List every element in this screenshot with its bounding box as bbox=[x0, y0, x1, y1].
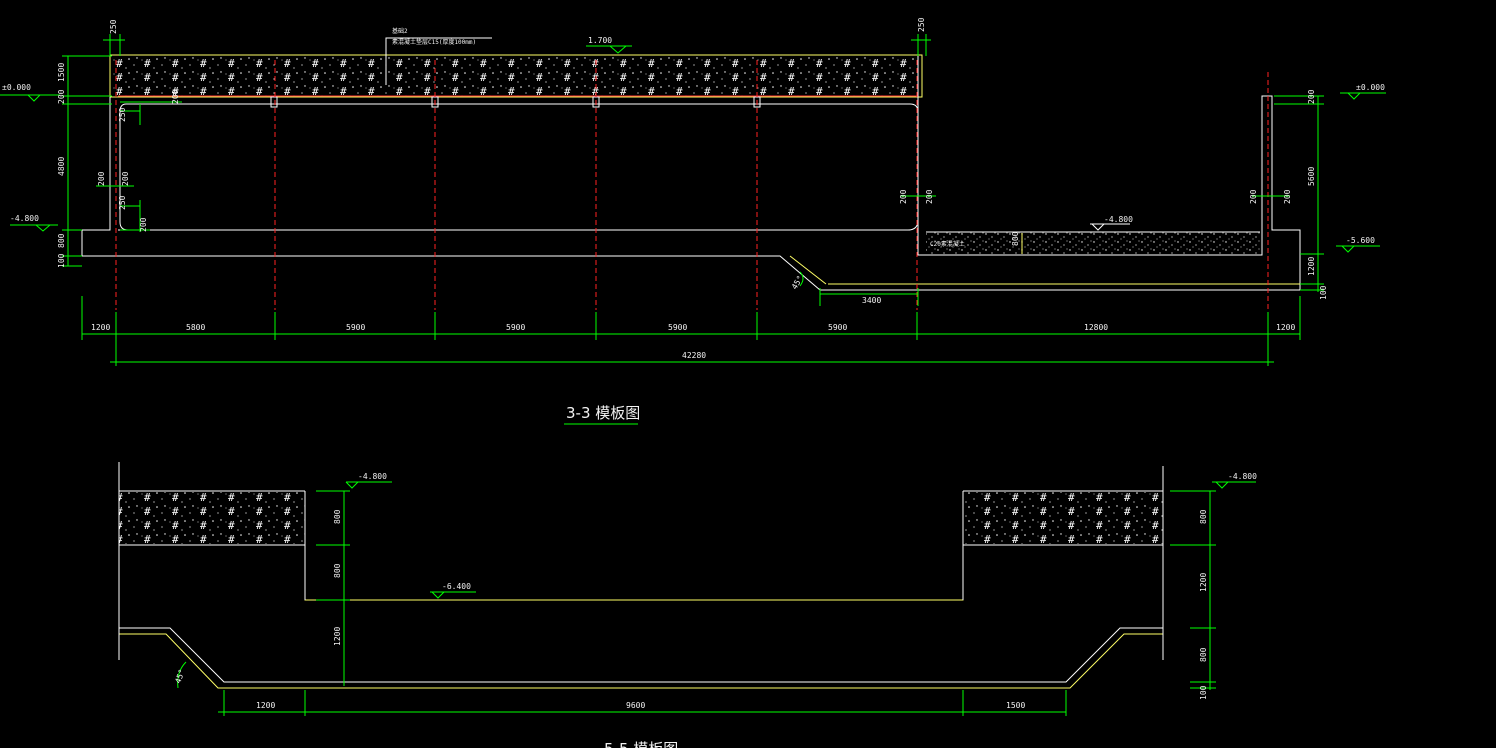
elev-right-ground: ±0.000 bbox=[1356, 83, 1385, 92]
axis-lines bbox=[115, 60, 1269, 310]
note-line-1: 基础2 bbox=[392, 27, 408, 35]
bay-dim-5: 5900 bbox=[668, 323, 687, 332]
elev-right-floor: -5.600 bbox=[1346, 236, 1375, 245]
elev-5-5-right: -4.800 bbox=[1228, 472, 1257, 481]
bay-dim-3: 5900 bbox=[346, 323, 365, 332]
pit-concrete-fill bbox=[926, 232, 1260, 254]
cushion-outline bbox=[119, 627, 1163, 683]
elevation-left-ground bbox=[0, 94, 60, 102]
haunch-side-dim: 250 bbox=[118, 107, 127, 122]
note-line-2: 素混凝土垫层C15(厚度100mm) bbox=[392, 38, 476, 46]
cushion-formwork bbox=[119, 633, 1163, 689]
slope-angle-5-5: 45° bbox=[173, 668, 186, 685]
left-wall-dims bbox=[96, 101, 182, 232]
slab-beam-stubs bbox=[270, 96, 761, 108]
haunch-bottom-h-dim: 200 bbox=[139, 217, 148, 232]
elev-5-5-left: -4.800 bbox=[358, 472, 387, 481]
elev-left-ground: ±0.000 bbox=[2, 83, 31, 92]
bottom-dim-5-5-1: 1200 bbox=[256, 701, 275, 710]
top-slab-fill bbox=[112, 56, 920, 96]
trench-formwork bbox=[304, 491, 964, 601]
section-3-3-title: 3-3 模板图 bbox=[566, 404, 640, 422]
section-3-3: 250 250 基础2 素混凝土垫层C15(厚度100mm) 1.700 ±0.… bbox=[0, 17, 1386, 425]
total-dim: 42280 bbox=[682, 351, 706, 360]
elevation-5-5-right bbox=[1212, 481, 1256, 489]
wall-right-dim: 200 bbox=[121, 171, 130, 186]
right-vdim-3: 1200 bbox=[1307, 257, 1316, 276]
top-dimension-lines bbox=[103, 34, 931, 56]
mid-wall-left-dim: 200 bbox=[899, 189, 908, 204]
top-dim-right: 250 bbox=[917, 17, 926, 32]
right-vdim-chain-5-5 bbox=[1170, 490, 1216, 690]
right-vdim-1: 200 bbox=[1307, 89, 1316, 104]
right-vdim-5-5-3: 800 bbox=[1199, 647, 1208, 662]
right-vdim-2: 5600 bbox=[1307, 167, 1316, 186]
left-vdim-chain-5-5 bbox=[316, 490, 350, 686]
slope-dim-line bbox=[819, 288, 919, 306]
left-wall bbox=[81, 97, 1300, 291]
haunch-bottom-dim: 250 bbox=[118, 195, 127, 210]
right-vdim-5-5-4: 100 bbox=[1199, 685, 1208, 700]
left-vdim-1: 1500 bbox=[57, 63, 66, 82]
bay-dimension-chain bbox=[81, 296, 1301, 366]
bay-dim-2: 5800 bbox=[186, 323, 205, 332]
elevation-right-floor bbox=[1336, 245, 1380, 253]
bottom-dim-5-5-2: 9600 bbox=[626, 701, 645, 710]
right-vdim-4: 100 bbox=[1319, 285, 1328, 300]
bay-dim-1: 1200 bbox=[91, 323, 110, 332]
elev-top-slab: 1.700 bbox=[588, 36, 612, 45]
bottom-dim-chain-5-5 bbox=[218, 690, 1067, 716]
elevation-pit-surface bbox=[1090, 223, 1130, 231]
slope-dim: 3400 bbox=[862, 296, 881, 305]
middle-wall bbox=[917, 56, 1301, 290]
bay-dim-4: 5900 bbox=[506, 323, 525, 332]
section-5-5: -4.800 -4.800 -6.400 800 800 1200 800 bbox=[118, 462, 1257, 748]
slope-angle-arc-5-5 bbox=[177, 661, 187, 689]
top-dim-left: 250 bbox=[109, 19, 118, 34]
right-vertical-dim-chain bbox=[1274, 95, 1324, 292]
left-vdim-3: 4800 bbox=[57, 157, 66, 176]
right-soil-fill bbox=[963, 492, 1163, 544]
elev-left-floor: -4.800 bbox=[10, 214, 39, 223]
section-5-5-title: 5-5 模板图 bbox=[604, 740, 678, 748]
elev-5-5-bottom: -6.400 bbox=[442, 582, 471, 591]
note-leader bbox=[385, 37, 492, 85]
elevation-right-ground bbox=[1340, 92, 1386, 100]
elevation-left-floor bbox=[10, 224, 58, 232]
elevation-5-5-bottom bbox=[430, 591, 476, 599]
top-slab-outline bbox=[109, 54, 923, 98]
left-soil-fill bbox=[119, 492, 305, 544]
formwork-slope bbox=[789, 255, 827, 285]
elevation-top-slab bbox=[586, 45, 632, 54]
bay-dim-8: 1200 bbox=[1276, 323, 1295, 332]
left-vdim-4: 800 bbox=[57, 233, 66, 248]
right-vdim-5-5-2: 1200 bbox=[1199, 573, 1208, 592]
elevation-5-5-left bbox=[345, 481, 392, 489]
pit-fill-label: C20素混凝土 bbox=[930, 240, 965, 248]
right-vdim-5-5-1: 800 bbox=[1199, 509, 1208, 524]
bay-dim-7: 12800 bbox=[1084, 323, 1108, 332]
slope-angle-arc bbox=[799, 271, 804, 287]
pit-depth: 800 bbox=[1011, 231, 1020, 246]
elev-pit-surface: -4.800 bbox=[1104, 215, 1133, 224]
right-wall-right-dim: 200 bbox=[1283, 189, 1292, 204]
haunch-top-dim: 200 bbox=[171, 89, 180, 104]
mid-wall-right-dim: 200 bbox=[925, 189, 934, 204]
bay-dim-6: 5900 bbox=[828, 323, 847, 332]
left-vertical-dim-chain bbox=[62, 55, 112, 267]
left-vdim-5-5-3: 1200 bbox=[333, 627, 342, 646]
inner-chamber bbox=[119, 103, 919, 231]
wall-left-dim: 200 bbox=[97, 171, 106, 186]
right-wall-left-dim: 200 bbox=[1249, 189, 1258, 204]
left-vdim-5-5-1: 800 bbox=[333, 509, 342, 524]
left-vdim-5-5-2: 800 bbox=[333, 563, 342, 578]
bottom-dim-5-5-3: 1500 bbox=[1006, 701, 1025, 710]
left-vdim-2: 200 bbox=[57, 89, 66, 104]
left-vdim-5: 100 bbox=[57, 253, 66, 268]
